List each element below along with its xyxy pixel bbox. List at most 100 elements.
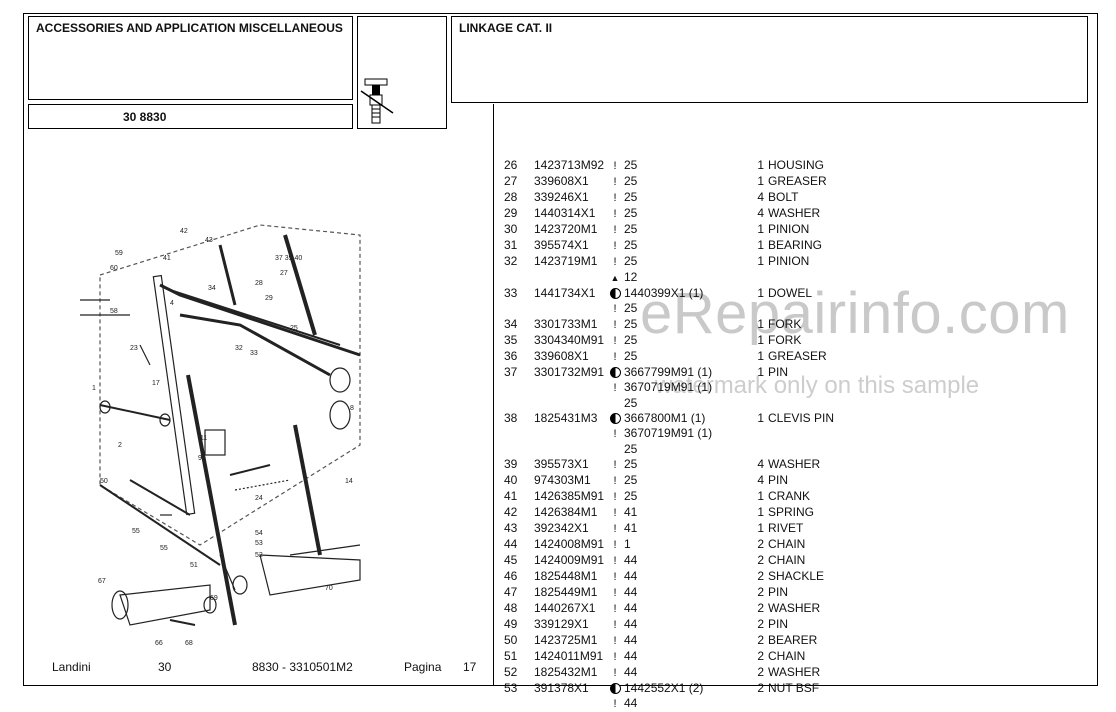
part-item-number: 49 [504, 617, 518, 631]
part-quantity: 1 [757, 333, 764, 347]
part-number [534, 270, 606, 286]
group-code-box: 30 8830 [28, 104, 353, 129]
part-quantity: 2 [757, 601, 764, 615]
part-quantity: 1 [757, 158, 764, 172]
part-quantity: 4 [757, 206, 764, 220]
part-symbol: ! [606, 696, 624, 712]
part-description: PIN [768, 617, 789, 631]
part-item-number: 51 [504, 649, 518, 663]
part-reference: 41 [624, 521, 638, 535]
part-item-number [500, 442, 534, 457]
part-item-number: 43 [504, 521, 518, 535]
part-reference: 12 [624, 270, 638, 284]
part-quantity: 4 [757, 190, 764, 204]
part-description: GREASER [768, 174, 827, 188]
exclamation-marker: ! [613, 382, 617, 394]
part-number: 1825449M1 [534, 585, 598, 599]
part-description: CHAIN [768, 537, 806, 551]
part-reference: 1442552X1 (2) [624, 681, 704, 695]
part-reference: 25 [624, 457, 638, 471]
part-number: 1424008M91 [534, 537, 605, 551]
exclamation-marker: ! [613, 555, 617, 567]
part-description: PINION [768, 254, 810, 268]
svg-text:60: 60 [110, 265, 118, 272]
part-quantity: 1 [757, 365, 764, 379]
table-row: ! 3670719M91 (1) [500, 426, 948, 442]
part-quantity: 1 [757, 222, 764, 236]
part-description: CHAIN [768, 649, 806, 663]
part-number: 339246X1 [534, 190, 589, 204]
exclamation-marker: ! [613, 523, 617, 535]
part-symbol: ! [606, 617, 624, 633]
part-reference: 3667800M1 (1) [624, 411, 706, 425]
part-quantity: 1 [757, 349, 764, 363]
part-item-number: 39 [504, 457, 518, 471]
part-number: 1441734X1 [534, 286, 596, 300]
part-quantity: 2 [757, 553, 764, 567]
linkage-title: LINKAGE CAT. II [459, 21, 553, 35]
part-reference: 3670719M91 (1) [624, 380, 713, 394]
part-description: FORK [768, 317, 802, 331]
part-reference: 44 [624, 665, 638, 679]
exclamation-marker: ! [613, 587, 617, 599]
part-number: 1423719M1 [534, 254, 598, 268]
part-item-number [500, 380, 534, 396]
part-item-number: 45 [504, 553, 518, 567]
footer-page-label: Pagina [404, 660, 442, 674]
svg-text:53: 53 [255, 540, 263, 547]
section-title-box: ACCESSORIES AND APPLICATION MISCELLANEOU… [28, 16, 353, 100]
part-description: CLEVIS PIN [768, 411, 835, 425]
exclamation-marker: ! [613, 603, 617, 615]
half-filled-circle-icon [609, 367, 621, 379]
part-description [768, 396, 948, 411]
triangle-marker-icon: ▲ [610, 273, 620, 283]
part-description [768, 426, 948, 442]
part-item-number: 34 [504, 317, 518, 331]
part-reference: 25 [624, 222, 638, 236]
part-quantity [746, 270, 768, 286]
part-item-number: 46 [504, 569, 518, 583]
svg-text:58: 58 [110, 308, 118, 315]
table-row: 25 [500, 442, 948, 457]
part-quantity [746, 426, 768, 442]
part-item-number [500, 301, 534, 317]
part-item-number [500, 396, 534, 411]
exclamation-marker: ! [613, 428, 617, 440]
part-symbol: ! [606, 301, 624, 317]
part-item-number: 27 [504, 174, 518, 188]
exclamation-marker: ! [613, 635, 617, 647]
part-description: HOUSING [768, 158, 825, 172]
part-number: 3304340M91 [534, 333, 605, 347]
part-symbol: ! [606, 317, 624, 333]
part-symbol: ! [606, 569, 624, 585]
svg-text:1: 1 [92, 385, 96, 392]
part-quantity: 2 [757, 585, 764, 599]
part-reference: 25 [624, 396, 638, 410]
svg-text:32: 32 [235, 345, 243, 352]
part-symbol: ! [606, 380, 624, 396]
part-symbol: ! [606, 426, 624, 442]
part-reference: 25 [624, 489, 638, 503]
part-reference: 41 [624, 505, 638, 519]
part-number [534, 696, 606, 712]
part-number [534, 301, 606, 317]
part-symbol: ! [606, 158, 624, 174]
exclamation-marker: ! [613, 335, 617, 347]
part-quantity: 2 [757, 681, 764, 695]
part-description: WASHER [768, 665, 821, 679]
part-description [768, 442, 948, 457]
part-symbol: ▲ [606, 270, 624, 286]
part-number: 1825432M1 [534, 665, 598, 679]
part-item-number: 41 [504, 489, 518, 503]
part-quantity: 1 [757, 286, 764, 300]
